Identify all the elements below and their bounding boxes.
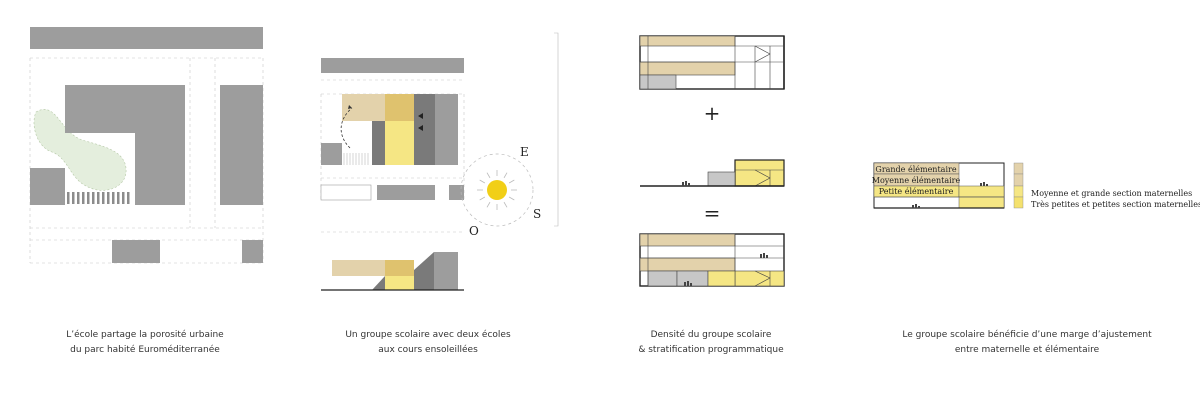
park-area <box>33 109 127 191</box>
kindergarten-wing <box>385 121 414 165</box>
sun-ray <box>503 201 508 208</box>
colonnade-pillar <box>72 192 75 204</box>
sun-ray <box>479 179 486 184</box>
compass-west: O <box>469 224 479 238</box>
sun-ray <box>508 196 515 201</box>
colonnade-pillar <box>127 192 130 204</box>
dark-block <box>414 94 435 165</box>
legend-row-grande: Grande élémentaire <box>875 165 956 174</box>
colonnade-pillar <box>77 192 80 204</box>
colonnade-pillar <box>112 192 115 204</box>
compass-east: E <box>520 145 529 159</box>
sun-ray <box>508 179 515 184</box>
gray-block-east <box>435 94 458 165</box>
adjustment-diagram: Grande élémentaire Moyenne élémentaire P… <box>872 162 1200 209</box>
colonnade <box>67 192 130 204</box>
gray-strip-south <box>377 185 435 200</box>
section-ramp <box>372 276 385 290</box>
caption-line: du parc habité Euroméditerranée <box>70 345 220 355</box>
section-tan <box>332 260 385 276</box>
hatch-lines <box>343 153 369 165</box>
equals-sign: = <box>704 201 721 225</box>
swatch-yellow-bright <box>1013 196 1024 209</box>
legend-note-petites: Très petites et petites section maternel… <box>1031 200 1200 209</box>
caption-line: Un groupe scolaire avec deux écoles <box>345 330 511 340</box>
block-top <box>321 58 464 73</box>
colonnade-pillar <box>67 192 70 204</box>
swatch-tan <box>1013 162 1024 175</box>
colonnade-pillar <box>117 192 120 204</box>
legend-note-moyenne-grande: Moyenne et grande section maternelles <box>1031 189 1192 198</box>
caption-line: Le groupe scolaire bénéficie d’une marge… <box>902 330 1152 340</box>
plus-sign: + <box>704 101 721 125</box>
caption-schools: Un groupe scolaire avec deux écoles aux … <box>298 328 558 358</box>
two-schools-diagram: E S O <box>320 32 559 291</box>
circulation-arrow <box>340 107 353 149</box>
swatch-yellow <box>1013 185 1024 198</box>
building-south-east <box>242 240 263 263</box>
triangle-marker-icon <box>418 125 423 131</box>
legend-row-petite: Petite élémentaire <box>879 187 954 196</box>
building-west <box>30 168 65 205</box>
building-south <box>112 240 160 263</box>
stair-block <box>372 121 385 165</box>
stack-kindergarten <box>640 159 785 187</box>
stack-combined <box>639 233 785 287</box>
density-diagram: + = <box>639 35 785 287</box>
building-east <box>220 85 263 205</box>
legend-row-moyenne: Moyenne élémentaire <box>872 176 961 185</box>
section-yellow <box>385 276 414 290</box>
colonnade-pillar <box>102 192 105 204</box>
sun-rays <box>477 170 517 210</box>
building-north <box>65 85 185 133</box>
shared-wing <box>385 94 414 121</box>
sun-ray <box>503 172 508 179</box>
sun-icon <box>487 180 507 200</box>
bracket <box>554 32 559 227</box>
stack-elementary <box>639 35 785 90</box>
section-view <box>321 252 464 291</box>
caption-density: Densité du groupe scolaire & stratificat… <box>581 328 841 358</box>
swatch-tan <box>1013 173 1024 187</box>
colonnade-pillar <box>122 192 125 204</box>
sun-ray <box>486 172 491 179</box>
caption-line: Densité du groupe scolaire <box>650 330 772 340</box>
gray-square <box>449 185 464 200</box>
sun-ray <box>486 201 491 208</box>
colonnade-pillar <box>87 192 90 204</box>
caption-line: aux cours ensoleillées <box>378 345 478 355</box>
gray-block-west <box>321 143 342 165</box>
caption-site: L’école partage la porosité urbaine du p… <box>15 328 275 358</box>
caption-adjustment: Le groupe scolaire bénéficie d’une marge… <box>897 328 1157 358</box>
caption-line: L’école partage la porosité urbaine <box>66 330 224 340</box>
section-dark-wedge <box>414 252 434 290</box>
section-gray-block <box>434 252 458 290</box>
triangle-marker-icon <box>418 113 423 119</box>
outline-block <box>320 184 372 201</box>
colonnade-pillar <box>92 192 95 204</box>
arrow-head-icon <box>348 105 352 109</box>
colonnade-pillar <box>82 192 85 204</box>
section-mustard <box>385 260 414 276</box>
building-top-strip <box>30 27 263 49</box>
site-plan <box>29 27 264 264</box>
compass-south: S <box>533 207 541 221</box>
caption-line: entre maternelle et élémentaire <box>954 345 1100 355</box>
caption-line: & stratification programmatique <box>638 345 784 355</box>
sun-path-circle <box>460 153 534 227</box>
colonnade-pillar <box>107 192 110 204</box>
sun-ray <box>479 196 486 201</box>
building-school <box>135 133 185 205</box>
colonnade-pillar <box>97 192 100 204</box>
